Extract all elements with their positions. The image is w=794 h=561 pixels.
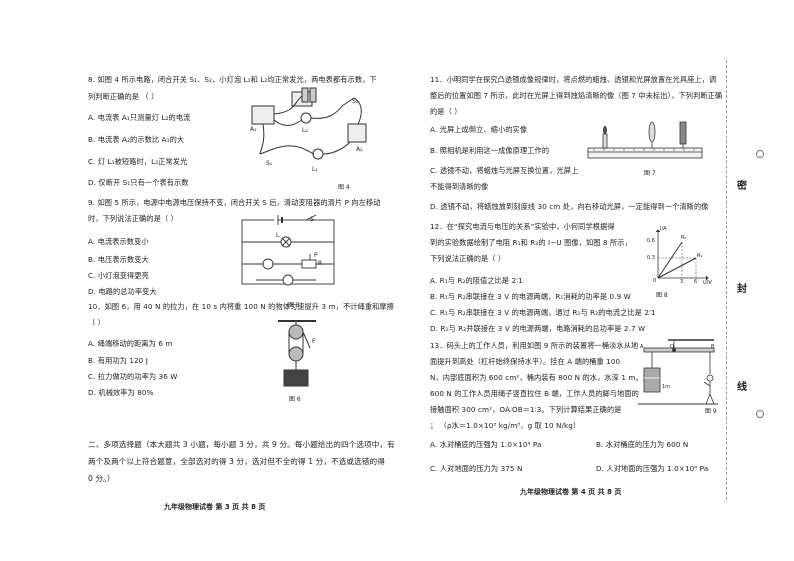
q11-stem-line3: 的是（ ） bbox=[430, 107, 462, 116]
q8-option-c: C. 灯 L₁被短路时，L₂正常发光 bbox=[88, 157, 188, 166]
fig8-tick-03: 0.3 bbox=[647, 255, 655, 261]
fig9-label-a: A bbox=[640, 344, 644, 350]
q13-option-a: A. 水对桶底的压强为 1.0×10⁴ Pa bbox=[430, 440, 542, 449]
q11-option-c-line2: 不能得到清晰的像 bbox=[430, 182, 489, 191]
q12-option-d: D. R₁与 R₂并联接在 3 V 的电源两端，电路消耗的总功率是 2.7 W bbox=[430, 324, 646, 333]
fig4-label-a1: A₁ bbox=[250, 126, 257, 133]
fig8-tick-3: 3 bbox=[680, 279, 684, 285]
fig5-label-r: R bbox=[318, 260, 323, 267]
q9-option-c: C. 小灯泡变得更亮 bbox=[88, 271, 149, 280]
q11-option-a: A. 光屏上成倒立、缩小的实像 bbox=[430, 125, 528, 134]
q13-stem-line2: 面提升到高处（杠杆始终保持水平）。挂在 A 端的桶重 100 bbox=[430, 357, 621, 366]
fig4-label-s1: S₁ bbox=[266, 160, 273, 167]
q13-option-c: C. 人对地面的压力为 375 N bbox=[430, 464, 523, 473]
q12-stem-line3: 下列说法正确的是（ ） bbox=[430, 254, 506, 263]
left-page-footer: 九年级物理试卷 第 3 页 共 8 页 bbox=[164, 503, 266, 511]
fig4-label-l2: L₂ bbox=[302, 127, 308, 134]
q11-option-b: B. 照相机是利用这一成像原理工作的 bbox=[430, 146, 550, 155]
fig8-axis-u: U/V bbox=[703, 280, 712, 286]
fig5-label-p: P bbox=[314, 252, 318, 259]
fig4-label-l1: L₁ bbox=[312, 166, 318, 173]
q10-option-d: D. 机械效率为 80% bbox=[88, 388, 154, 397]
q9-stem-line1: 9. 如图 5 所示，电源中电源电压保持不变，闭合开关 S 后，滑动变阻器的滑片… bbox=[88, 198, 381, 207]
q10-option-b: B. 有用功为 120 J bbox=[88, 356, 148, 365]
fig8-label-r1: R₁ bbox=[681, 235, 687, 241]
q12-stem-line2: 到的实验数据绘制了电阻 R₁和 R₂的 I−U 图像，如图 8 所示， bbox=[430, 238, 632, 247]
figure-9-lever bbox=[638, 339, 718, 405]
fig8-tick-6: 6 bbox=[694, 279, 698, 285]
fig9-label-o: O bbox=[670, 344, 674, 350]
section2-line2: 两个及两个以上符合题意，全部选对的得 3 分，选对但不全的得 1 分，不选或选错… bbox=[88, 457, 385, 466]
q8-option-d: D. 仅断开 S₁只有一个表有示数 bbox=[88, 178, 189, 187]
right-page-footer: 九年级物理试卷 第 4 页 共 8 页 bbox=[520, 488, 622, 496]
figure-7-optical-bench bbox=[587, 121, 703, 159]
q12-stem-line1: 12．在“探究电流与电压的关系”实验中，小何同学根据得 bbox=[430, 222, 615, 231]
q10-stem-line2: （ ） bbox=[88, 318, 105, 327]
figure-8-caption: 图 8 bbox=[656, 292, 668, 299]
q8-option-a: A. 电流表 A₁只测量灯 L₂的电流 bbox=[88, 113, 191, 122]
right-page: 11．小明同学在探究凸透镜成像规律时，将点燃的蜡烛、透镜和光屏放置在光具座上，调… bbox=[400, 0, 794, 561]
fig5-label-s: S bbox=[310, 216, 314, 223]
q11-stem-line2: 整后的位置如图 7 所示，此时在光屏上得到烛焰清晰的像（图 7 中未标出），下列… bbox=[430, 91, 723, 100]
q13-option-b: B. 水对桶底的压力为 600 N bbox=[596, 440, 689, 449]
fig8-origin: 0 bbox=[653, 278, 657, 284]
fig8-axis-i: I/A bbox=[660, 226, 667, 232]
figure-4-caption: 图 4 bbox=[338, 184, 350, 191]
fig9-label-1m: 1m bbox=[662, 384, 671, 390]
binding-hole-bottom bbox=[756, 410, 764, 418]
q12-option-a: A. R₁与 R₂的阻值之比是 2∶1 bbox=[430, 276, 523, 285]
q9-option-d: D. 电路的总功率变大 bbox=[88, 287, 157, 296]
fig5-label-l: L bbox=[276, 232, 280, 239]
figure-5-caption: 图 5 bbox=[288, 302, 300, 309]
fig8-label-r2: R₂ bbox=[697, 253, 703, 259]
q10-option-a: A. 绳端移动的距离为 6 m bbox=[88, 339, 173, 348]
margin-char-feng: 封 bbox=[737, 284, 747, 295]
q8-stem-line2: 列判断正确的是 （ ） bbox=[88, 92, 159, 101]
figure-7-caption: 图 7 bbox=[644, 170, 656, 177]
figure-8-iu-graph bbox=[655, 229, 709, 281]
q12-option-b: B. R₁与 R₂串联接在 3 V 的电源两端，R₁消耗的功率是 0.9 W bbox=[430, 292, 631, 301]
fig9-label-b: B bbox=[711, 344, 715, 350]
q8-option-b: B. 电流表 A₂的示数比 A₁的大 bbox=[88, 135, 185, 144]
margin-char-mi: 密 bbox=[737, 181, 747, 192]
q13-stem-line3: N，内部底面积为 600 cm²，桶内装有 800 N 的水，水深 1 m。重 bbox=[430, 373, 651, 382]
binding-margin-line bbox=[726, 60, 727, 500]
fig8-tick-06: 0.6 bbox=[647, 238, 655, 244]
fig6-label-f: F bbox=[312, 338, 316, 345]
q13-stem-line4: 600 N 的工作人员用绳子竖直拉住 B 端，工作人员的脚与地面的 bbox=[430, 389, 639, 398]
fig4-label-s2: S₂ bbox=[352, 98, 359, 105]
q9-option-a: A. 电流表示数变小 bbox=[88, 237, 149, 246]
section2-line3: 0 分。） bbox=[88, 474, 115, 483]
q10-stem-line1: 10．如图 6，用 40 N 的拉力，在 10 s 内将重 100 N 的物体匀… bbox=[88, 302, 394, 311]
figure-6-caption: 图 6 bbox=[289, 396, 301, 403]
q13-option-d: D. 人对地面的压强为 1.0×10⁴ Pa bbox=[596, 464, 709, 473]
q9-stem-line2: 时，下列说法正确的是（ ） bbox=[88, 214, 178, 223]
q13-stem-line1: 13．码头上的工作人员，利用如图 9 所示的装置将一桶淡水从地 bbox=[430, 341, 639, 350]
figure-5-schematic bbox=[241, 214, 335, 286]
section2-line1: 二、多项选择题（本大题共 3 小题，每小题 3 分，共 9 分。每小题给出的四个… bbox=[88, 440, 395, 449]
fig4-label-a2: A₂ bbox=[356, 146, 363, 153]
margin-char-xian: 线 bbox=[737, 382, 747, 393]
q11-option-c-line1: C. 透镜不动，将蜡烛与光屏互换位置，光屏上 bbox=[430, 166, 579, 175]
left-page: 8. 如图 4 所示电路，闭合开关 S₁、S₂，小灯泡 L₁和 L₂均正常发光，… bbox=[88, 75, 395, 511]
q11-option-d: D. 透镜不动，将蜡烛放到刻度线 30 cm 处，向右移动光屏，一定能得到一个清… bbox=[430, 202, 709, 211]
q10-option-c: C. 拉力做功的功率为 36 W bbox=[88, 372, 178, 381]
q13-stem-line6: ； （ρ水＝1.0×10³ kg/m³，g 取 10 N/kg） bbox=[430, 421, 581, 430]
q8-stem-line1: 8. 如图 4 所示电路，闭合开关 S₁、S₂，小灯泡 L₁和 L₂均正常发光，… bbox=[88, 75, 377, 84]
q12-option-c: C. R₁与 R₂串联接在 3 V 的电源两端，通过 R₁与 R₂的电流之比是 … bbox=[430, 308, 656, 317]
binding-hole-top bbox=[756, 150, 764, 158]
q13-stem-line5: 接触面积 300 cm²，OA∶OB＝1∶3。下列计算结果正确的是 bbox=[430, 405, 622, 414]
figure-9-caption: 图 9 bbox=[705, 408, 717, 415]
q9-option-b: B. 电压表示数变大 bbox=[88, 255, 149, 264]
figure-4-circuit bbox=[251, 87, 367, 160]
figure-6-pulley bbox=[278, 320, 316, 387]
q11-stem-line1: 11．小明同学在探究凸透镜成像规律时，将点燃的蜡烛、透镜和光屏放置在光具座上，调 bbox=[430, 75, 717, 84]
